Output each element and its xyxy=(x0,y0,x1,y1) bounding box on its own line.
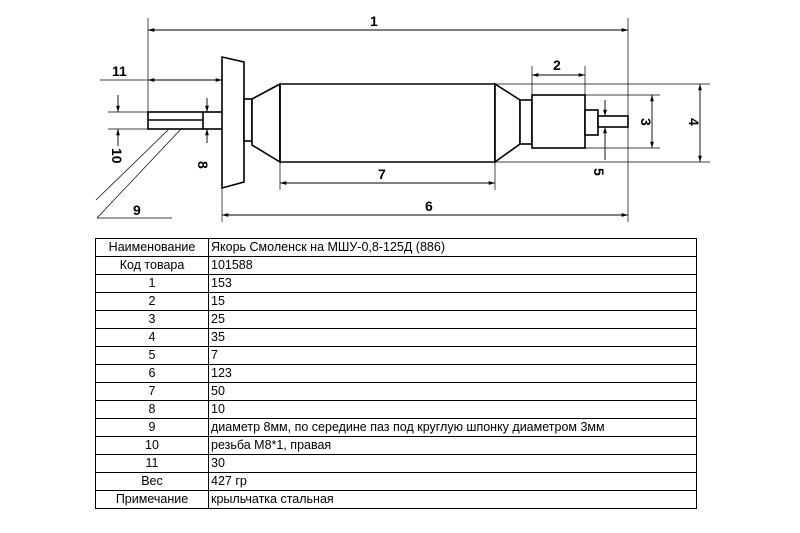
dimension-5: 5 xyxy=(591,100,610,176)
dimension-1-label: 1 xyxy=(370,13,378,29)
spec-key: Код товара xyxy=(95,256,209,275)
dimension-3: 3 xyxy=(585,94,660,149)
collar xyxy=(243,98,253,142)
spec-key: 4 xyxy=(95,328,209,347)
dimension-1: 1 xyxy=(147,13,629,116)
dimension-7: 7 xyxy=(279,162,496,190)
dimension-8: 8 xyxy=(195,98,211,169)
spec-value: 15 xyxy=(208,292,697,311)
spec-key: Примечание xyxy=(95,490,209,509)
spec-value: 101588 xyxy=(208,256,697,275)
right-taper xyxy=(494,82,521,164)
armature-drawing: 1 11 10 8 9 7 6 xyxy=(95,13,710,222)
spec-value: 153 xyxy=(208,274,697,293)
dimension-4-label: 4 xyxy=(686,118,702,126)
spec-value: 35 xyxy=(208,328,697,347)
spec-value: Якорь Смоленск на МШУ-0,8-125Д (886) xyxy=(208,238,697,257)
spec-key: 8 xyxy=(95,400,209,419)
spec-value: резьба М8*1, правая xyxy=(208,436,697,455)
spec-value: крыльчатка стальная xyxy=(208,490,697,509)
dimension-2-label: 2 xyxy=(553,57,561,73)
spec-value: 7 xyxy=(208,346,697,365)
spec-key: 1 xyxy=(95,274,209,293)
dimension-9: 9 xyxy=(95,127,183,219)
bearing-seat xyxy=(584,109,599,136)
spec-value: 427 гр xyxy=(208,472,697,491)
commutator xyxy=(531,94,586,149)
dimension-3-label: 3 xyxy=(638,118,654,126)
dimension-8-label: 8 xyxy=(195,161,211,169)
spec-key: 6 xyxy=(95,364,209,383)
spec-value: 10 xyxy=(208,400,697,419)
spec-key: Вес xyxy=(95,472,209,491)
spec-value: диаметр 8мм, по середине паз под круглую… xyxy=(208,418,697,437)
spec-key: 3 xyxy=(95,310,209,329)
dimension-4: 4 xyxy=(495,83,710,163)
spec-key: 9 xyxy=(95,418,209,437)
dimension-11: 11 xyxy=(100,63,222,82)
dimension-5-label: 5 xyxy=(591,168,607,176)
spec-key: Наименование xyxy=(95,238,209,257)
impeller-disc xyxy=(221,55,245,190)
spec-key: 11 xyxy=(95,454,209,473)
left-taper xyxy=(251,82,281,164)
spec-key: 7 xyxy=(95,382,209,401)
armature-part xyxy=(147,55,629,190)
spec-key: 10 xyxy=(95,436,209,455)
dimension-7-label: 7 xyxy=(378,166,386,182)
spec-value: 25 xyxy=(208,310,697,329)
spec-value: 50 xyxy=(208,382,697,401)
dimension-11-label: 11 xyxy=(112,63,127,79)
core-body xyxy=(279,83,496,163)
dimension-2: 2 xyxy=(531,57,586,95)
spec-value: 30 xyxy=(208,454,697,473)
right-shaft xyxy=(597,115,629,128)
dimension-10-label: 10 xyxy=(109,148,125,164)
spec-key: 5 xyxy=(95,346,209,365)
dimension-6-label: 6 xyxy=(425,198,433,214)
spec-key: 2 xyxy=(95,292,209,311)
dimension-9-label: 9 xyxy=(133,202,141,218)
dimension-6: 6 xyxy=(221,127,629,222)
commutator-neck xyxy=(519,99,533,145)
spec-value: 123 xyxy=(208,364,697,383)
dimension-10: 10 xyxy=(108,95,148,164)
